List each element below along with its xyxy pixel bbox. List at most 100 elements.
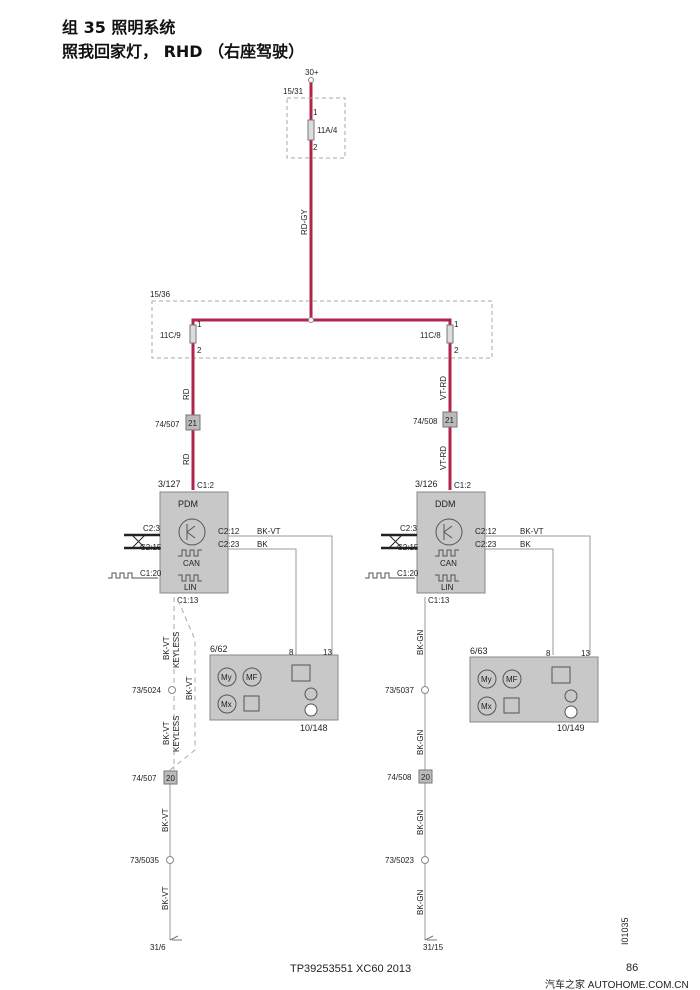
- can-signal-icon: [178, 549, 202, 557]
- splice-icon: [168, 686, 176, 694]
- splice-icon: [421, 686, 429, 694]
- ground-icon: [169, 935, 182, 941]
- ground-label: 31/15: [423, 943, 444, 952]
- splice-label: 73/5035: [130, 856, 159, 865]
- wire-color-label: VT-RD: [439, 446, 448, 470]
- motor-icon: [242, 667, 262, 687]
- pin-label: 1: [197, 320, 202, 329]
- pin-label: C2:3: [143, 524, 160, 533]
- fuse-icon: [307, 119, 315, 141]
- pin-label: 2: [454, 346, 459, 355]
- heater-icon: [551, 666, 571, 684]
- lamp-icon: [304, 703, 318, 717]
- motor-icon: [217, 694, 237, 714]
- pin-label: C2:23: [475, 540, 497, 549]
- wire-color-label: BK: [520, 540, 531, 549]
- lamp-id: 10/149: [557, 723, 585, 733]
- pin-label: C2:15: [397, 543, 419, 552]
- fuse-box-2-section: 15/36 11C/9 11C/8 1 2 1 2: [150, 290, 493, 490]
- pin-label: C2:23: [218, 540, 240, 549]
- wire-color-label: BK-VT: [257, 527, 281, 536]
- wire-color-label: BK-GN: [416, 629, 425, 655]
- wire-color-label: RD-GY: [300, 209, 309, 235]
- motor-label: MF: [246, 673, 258, 682]
- fuse-icon: [189, 324, 197, 344]
- can-label: CAN: [183, 559, 200, 568]
- sensor-icon: [243, 695, 260, 712]
- fuse-box-1-label: 15/31: [283, 87, 304, 96]
- pin-label: 1: [454, 320, 459, 329]
- page-subtitle: 照我回家灯， RHD （右座驾驶）: [62, 42, 305, 61]
- transistor-icon: [178, 518, 206, 546]
- pin-label: 8: [546, 649, 551, 658]
- splice-label: 73/5024: [132, 686, 161, 695]
- wire-color-label: VT-RD: [439, 376, 448, 400]
- pin-label: C1:2: [454, 481, 471, 490]
- mirror-module: [209, 654, 339, 721]
- wire-color-label: RD: [182, 453, 191, 465]
- fuse-right-label: 11C/8: [420, 331, 441, 340]
- can-signal-icon: [435, 549, 459, 557]
- heater-icon: [291, 664, 311, 682]
- pin-label: 1: [313, 108, 318, 117]
- lamp-id: 10/148: [300, 723, 328, 733]
- page-number: 86: [626, 962, 639, 974]
- connector-bottom: [418, 769, 433, 784]
- wire-color-label: BK-VT: [161, 808, 170, 832]
- module-name: DDM: [435, 499, 456, 509]
- keyless-label: KEYLESS: [172, 716, 181, 752]
- lin-label: LIN: [184, 583, 197, 592]
- connector-label: 74/507: [132, 774, 157, 783]
- motor-icon: [217, 667, 237, 687]
- motor-label: My: [221, 673, 232, 682]
- pin-label: 8: [289, 648, 294, 657]
- wire-color-label: BK-GN: [416, 729, 425, 755]
- pin-label: C1:13: [428, 596, 450, 605]
- motor-label: Mx: [481, 702, 492, 711]
- wire-color-label: BK-GN: [416, 889, 425, 915]
- fuse-1-label: 11A/4: [317, 126, 338, 135]
- pin-label: C2:12: [475, 527, 497, 536]
- wire-color-label: RD: [182, 388, 191, 400]
- motor-label: Mx: [221, 700, 232, 709]
- connector-pin: 21: [445, 416, 454, 425]
- connector-bottom: [163, 770, 178, 785]
- pin-label: C1:13: [177, 596, 199, 605]
- fuse-box-1: [286, 97, 346, 159]
- module-id: 6/62: [210, 644, 228, 654]
- pin-label: C2:3: [400, 524, 417, 533]
- connector-top: [442, 411, 458, 428]
- ground-icon: [424, 935, 437, 941]
- supply-section: 30+ 15/31 11A/4 1 2 RD-GY: [283, 68, 346, 320]
- fuse-box-2: [151, 300, 493, 359]
- wire-color-label: BK-GN: [416, 809, 425, 835]
- connector-label: 74/508: [413, 417, 438, 426]
- pin-label: 13: [581, 649, 590, 658]
- pin-label: 2: [313, 143, 318, 152]
- module-id: 3/126: [415, 479, 438, 489]
- pin-label: C1:20: [140, 569, 162, 578]
- connector-top: [185, 414, 201, 431]
- splice-icon: [166, 856, 174, 864]
- wire-color-label: BK-VT: [520, 527, 544, 536]
- module-name: PDM: [178, 499, 198, 509]
- splice-label: 73/5023: [385, 856, 414, 865]
- motor-icon: [477, 669, 497, 689]
- connector-label: 74/508: [387, 773, 412, 782]
- connector-pin: 20: [421, 773, 430, 782]
- sensor-icon: [503, 697, 520, 714]
- motor-label: MF: [506, 675, 518, 684]
- module-id: 6/63: [470, 646, 488, 656]
- wire-color-label: BK-VT: [162, 636, 171, 660]
- fuse-left-label: 11C/9: [160, 331, 181, 340]
- motor-icon: [477, 696, 497, 716]
- pin-label: C2:12: [218, 527, 240, 536]
- left-circuit: RD RD 21 74/507 3/127 C1:2 PDM CAN LIN C…: [108, 388, 339, 952]
- motor-label: My: [481, 675, 492, 684]
- power-wire-branch: [191, 318, 452, 490]
- connector-pin: 20: [166, 774, 175, 783]
- ground-label: 31/6: [150, 943, 166, 952]
- right-circuit: VT-RD VT-RD 21 74/508 3/126 C1:2 DDM CAN…: [365, 376, 599, 952]
